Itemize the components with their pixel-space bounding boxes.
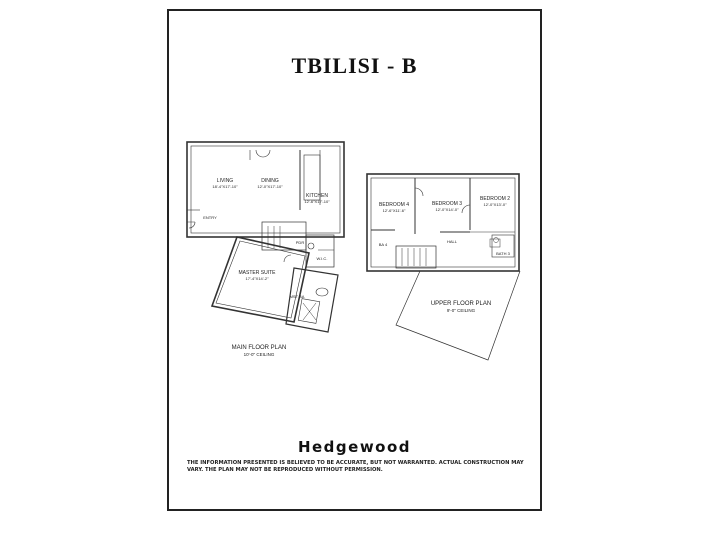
room-bedroom3-dim: 12'-0"X14'-0" [435,207,459,212]
main-floor-plan [186,141,345,333]
room-bedroom2-label: BEDROOM 2 [480,196,510,202]
room-bedroom3-label: BEDROOM 3 [432,201,462,207]
room-ba4-label: BA 4 [379,242,388,247]
room-living-label: LIVING [217,178,234,184]
plan-title: TBILISI - B [291,53,418,78]
room-living-dim: 18'-4"X17'-10" [212,184,238,189]
room-kitchen-label: KITCHEN [306,193,328,199]
room-bedroom4-label: BEDROOM 4 [379,202,409,208]
room-entry-label: ENTRY [203,215,217,220]
disclaimer-text: The information presented is believed to… [187,460,524,473]
room-master-suite-dim: 17'-4"X14'-2" [245,276,269,281]
upper-floor-plan [366,173,521,361]
room-kitchen-dim: 12'-6"X17'-10" [304,199,330,204]
main-floor-ceiling: 10'-0" CEILING [244,352,275,357]
room-master-suite-label: MASTER SUITE [239,270,277,276]
room-dining-label: DINING [261,178,279,184]
room-wic-label: W.I.C. [317,256,328,261]
room-hall-label: HALL [447,239,458,244]
room-dining-dim: 12'-0"X17'-10" [257,184,283,189]
room-mst-ba-label: MST BA [290,294,305,299]
room-bedroom4-dim: 12'-6"X11'-6" [383,208,406,213]
main-floor-caption: MAIN FLOOR PLAN [232,345,287,351]
room-bedroom2-dim: 12'-0"X13'-0" [483,202,507,207]
upper-floor-caption: UPPER FLOOR PLAN [431,301,491,307]
brand-name: Hedgewood [297,438,412,456]
room-bath3-label: BATH 3 [496,251,510,256]
room-pdr-label: PDR [296,240,305,245]
upper-floor-ceiling: 9'-0" CEILING [447,308,476,313]
